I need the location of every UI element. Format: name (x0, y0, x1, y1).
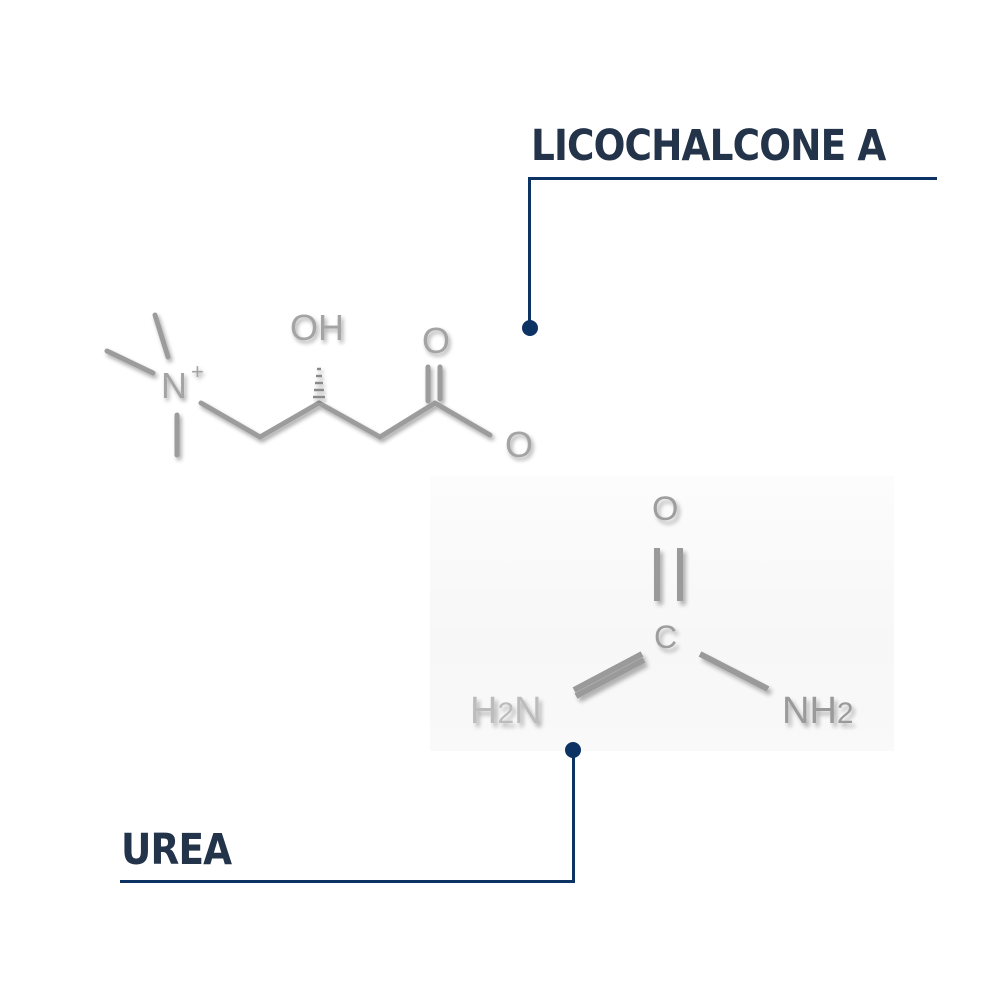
urea-connector-vertical (572, 750, 575, 883)
licochalcone-connector-dot (522, 320, 538, 336)
svg-text:NH2: NH2 (782, 690, 854, 732)
urea-label: UREA (121, 825, 232, 875)
hydroxyl-group: OH (290, 307, 344, 348)
molecule-structure-top: N + OH O O (104, 307, 533, 465)
carbonyl-oxygen: O (422, 320, 450, 361)
licochalcone-connector-vertical (528, 177, 531, 327)
urea-image-background (430, 476, 894, 751)
nitrogen-atom: N (161, 365, 187, 406)
licochalcone-connector-horizontal (528, 177, 937, 180)
positive-charge: + (191, 359, 204, 384)
licochalcone-a-label: LICOCHALCONE A (531, 121, 886, 171)
urea-carbon: C (654, 619, 677, 655)
urea-left-amine: H2N (470, 690, 542, 732)
urea-connector-horizontal (120, 880, 575, 883)
molecule-structure-urea: O C H2N NH2 (470, 490, 854, 732)
urea-right-amine: NH2 (782, 690, 854, 732)
urea-oxygen: O (652, 490, 678, 528)
carboxyl-oxygen: O (505, 424, 533, 465)
svg-text:H2N: H2N (470, 690, 542, 732)
